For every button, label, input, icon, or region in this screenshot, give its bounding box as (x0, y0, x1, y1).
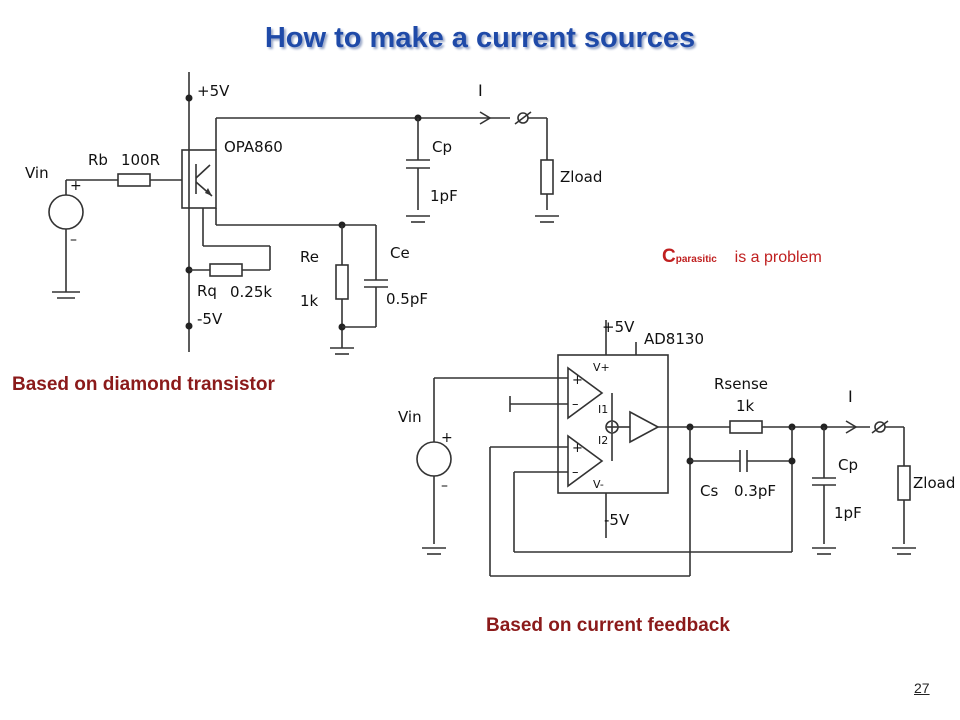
c2-supply-pos-label: +5V (602, 318, 635, 336)
c1-supply-pos-label: +5V (197, 82, 230, 100)
svg-text:+: + (572, 441, 583, 456)
c1-rq-value: 0.25k (230, 283, 272, 301)
page-title: How to make a current sources (264, 22, 696, 54)
c1-cp-label: Cp (432, 138, 452, 156)
c1-rb-label: Rb (88, 151, 108, 169)
c1-ce-value: 0.5pF (386, 290, 428, 308)
ground-symbol (892, 547, 916, 555)
voltage-source-symbol (416, 441, 452, 477)
c2-supply-neg-label: -5V (604, 511, 630, 529)
page-number: 27 (914, 680, 930, 696)
voltage-source-symbol (48, 194, 84, 230)
c2-vin-label: Vin (398, 408, 422, 426)
c2-zload-label: Zload (913, 474, 955, 492)
ad8130-symbol (557, 354, 669, 494)
opamp-1-symbol (567, 366, 604, 420)
ground-symbol (52, 291, 80, 299)
c1-cp-value: 1pF (430, 187, 458, 205)
svg-text:+: + (70, 178, 82, 194)
c2-i2-label: I2 (598, 434, 608, 447)
caption-diamond-transistor: Based on diamond transistor (12, 374, 275, 395)
c1-rq-label: Rq (197, 282, 217, 300)
node-dot (185, 94, 193, 102)
c1-vin-label: Vin (25, 164, 49, 182)
resistor-rb-symbol (117, 173, 151, 187)
c2-current-label: I (848, 387, 853, 406)
zload-symbol (540, 159, 554, 195)
c2-vminus-label: V- (593, 478, 604, 491)
svg-text:–: – (70, 232, 77, 248)
c2-vplus-label: V+ (593, 361, 610, 374)
c2-cs-value: 0.3pF (734, 482, 776, 500)
c1-rb-value: 100R (121, 151, 160, 169)
c2-cs-label: Cs (700, 482, 718, 500)
ground-symbol (812, 547, 836, 555)
opamp-2-symbol (567, 434, 604, 488)
c1-supply-neg-label: -5V (197, 310, 223, 328)
zload-symbol (897, 465, 911, 501)
output-buffer-symbol (629, 410, 660, 444)
cparasitic-subscript: parasitic (675, 254, 717, 265)
circuit-diamond-transistor: + – (25, 72, 602, 355)
resistor-rq-symbol (209, 263, 243, 277)
resistor-re-symbol (335, 264, 349, 300)
c1-re-label: Re (300, 248, 319, 266)
c2-cp-label: Cp (838, 456, 858, 474)
cparasitic-text: is a problem (734, 249, 822, 266)
ground-symbol (535, 215, 559, 223)
ground-symbol (422, 547, 446, 555)
ground-symbol (406, 215, 430, 223)
c2-cp-value: 1pF (834, 504, 862, 522)
c2-rsense-value: 1k (736, 397, 755, 415)
svg-text:–: – (572, 465, 579, 480)
svg-text:–: – (441, 478, 448, 494)
cparasitic-symbol: C (662, 246, 676, 267)
c1-zload-label: Zload (560, 168, 602, 186)
c2-ad8130-label: AD8130 (644, 330, 704, 348)
c1-ce-label: Ce (390, 244, 410, 262)
c1-re-value: 1k (300, 292, 319, 310)
opa860-symbol (181, 149, 217, 209)
caption-current-feedback: Based on current feedback (486, 615, 730, 636)
c2-i1-label: I1 (598, 403, 608, 416)
circuit-current-feedback: + – + – + – (398, 318, 955, 577)
ground-symbol (330, 347, 354, 355)
c1-current-label: I (478, 81, 483, 100)
svg-text:–: – (572, 397, 579, 412)
cparasitic-note: Cparasitic is a problem (662, 246, 822, 268)
resistor-rsense-symbol (729, 420, 763, 434)
node-dot (185, 322, 193, 330)
c2-rsense-label: Rsense (714, 375, 768, 393)
svg-text:+: + (441, 430, 453, 446)
c1-opa860-label: OPA860 (224, 138, 283, 156)
svg-text:+: + (572, 373, 583, 388)
